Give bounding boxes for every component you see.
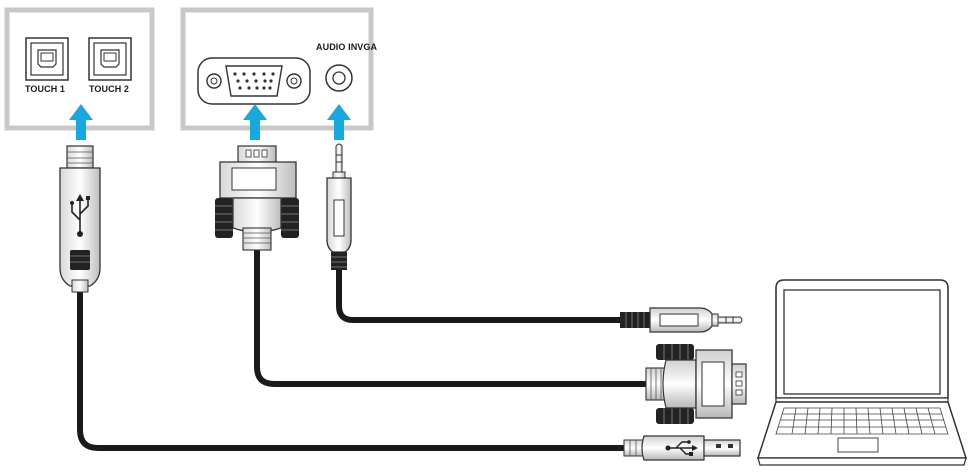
audio-in-vga-label: AUDIO INVGA [316, 42, 378, 52]
arrow-vga [243, 104, 267, 140]
audio-jack-port-icon [325, 64, 353, 92]
laptop-icon [756, 279, 968, 466]
usb-b-plug-icon [59, 145, 101, 293]
audio-cable [336, 267, 627, 323]
laptop-usb-a-plug-icon [623, 435, 741, 461]
touch-1-label: TOUCH 1 [25, 84, 66, 94]
arrow-touch-1 [69, 104, 93, 140]
vga-port-icon [197, 57, 311, 105]
usb-cable [77, 287, 633, 451]
laptop-vga-plug-icon [645, 344, 747, 424]
audio-plug-icon [326, 143, 352, 270]
touch-2-port-icon [88, 37, 132, 81]
vga-cable [254, 247, 653, 387]
vga-plug-icon [215, 145, 299, 251]
arrow-audio [327, 104, 351, 140]
laptop-audio-plug-icon [620, 307, 743, 333]
touch-2-label: TOUCH 2 [89, 84, 130, 94]
touch-1-port-icon [25, 37, 69, 81]
